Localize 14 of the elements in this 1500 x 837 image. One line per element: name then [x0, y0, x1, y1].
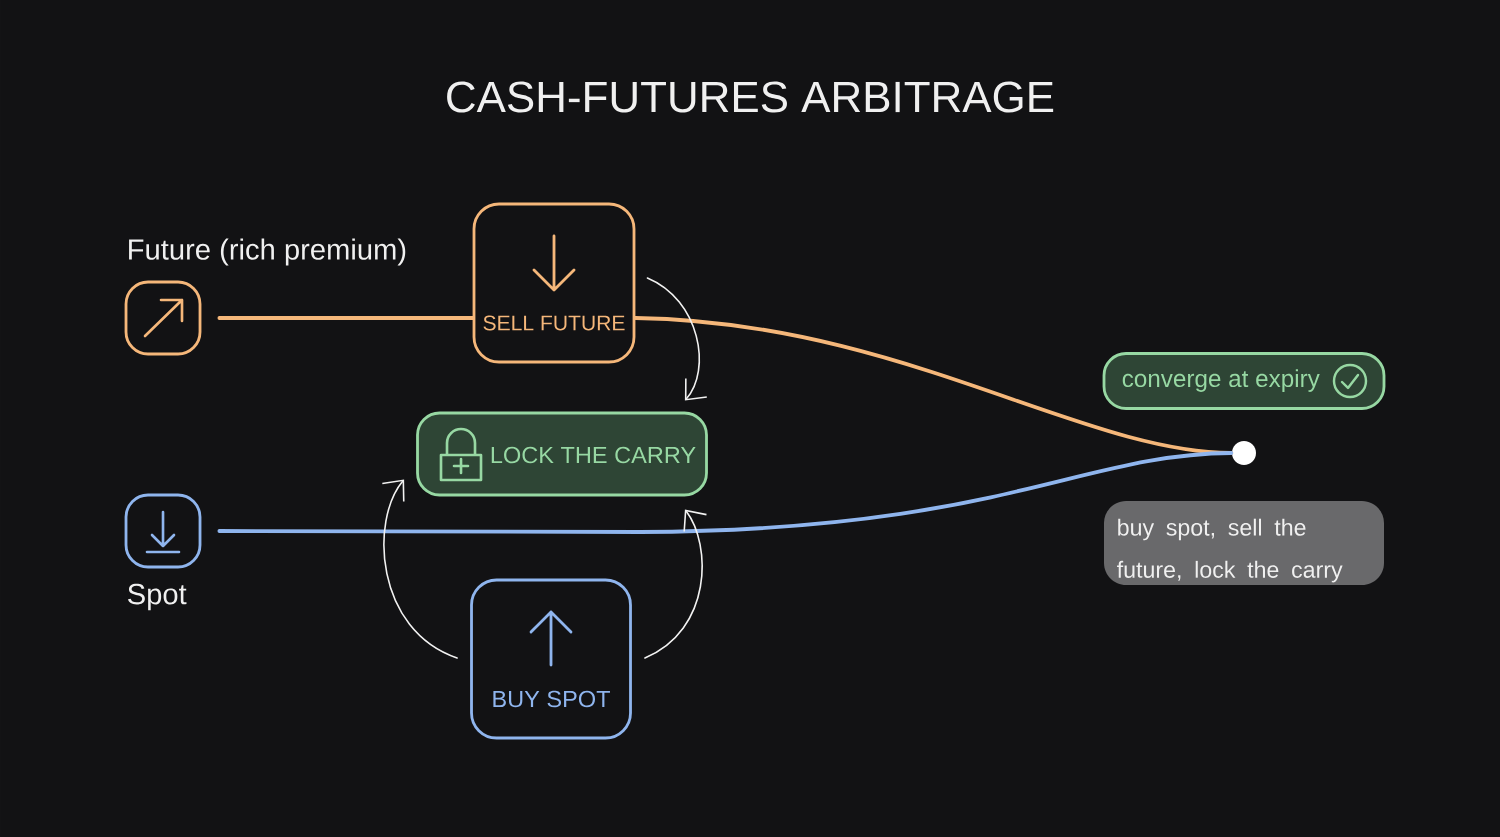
action-box: BUY SPOT: [470, 578, 632, 740]
connector-line: [217, 451, 1234, 534]
note-box: buy spot, sell the future, lock the carry: [1104, 501, 1384, 585]
junction-dot: [1232, 441, 1256, 465]
node-label: Spot: [128, 583, 187, 611]
status-box: converge at expiry: [1102, 352, 1386, 410]
curved-arrow: [381, 479, 458, 659]
connector-line: [217, 316, 475, 320]
action-box: LOCK THE CARRY: [416, 411, 708, 497]
curved-arrow: [646, 277, 708, 401]
title: CASH-FUTURES ARBITRAGE: [447, 81, 1054, 113]
action-box: SELL FUTURE: [472, 202, 636, 364]
node-label: Future (rich premium): [129, 238, 406, 266]
curved-arrow: [644, 509, 708, 659]
